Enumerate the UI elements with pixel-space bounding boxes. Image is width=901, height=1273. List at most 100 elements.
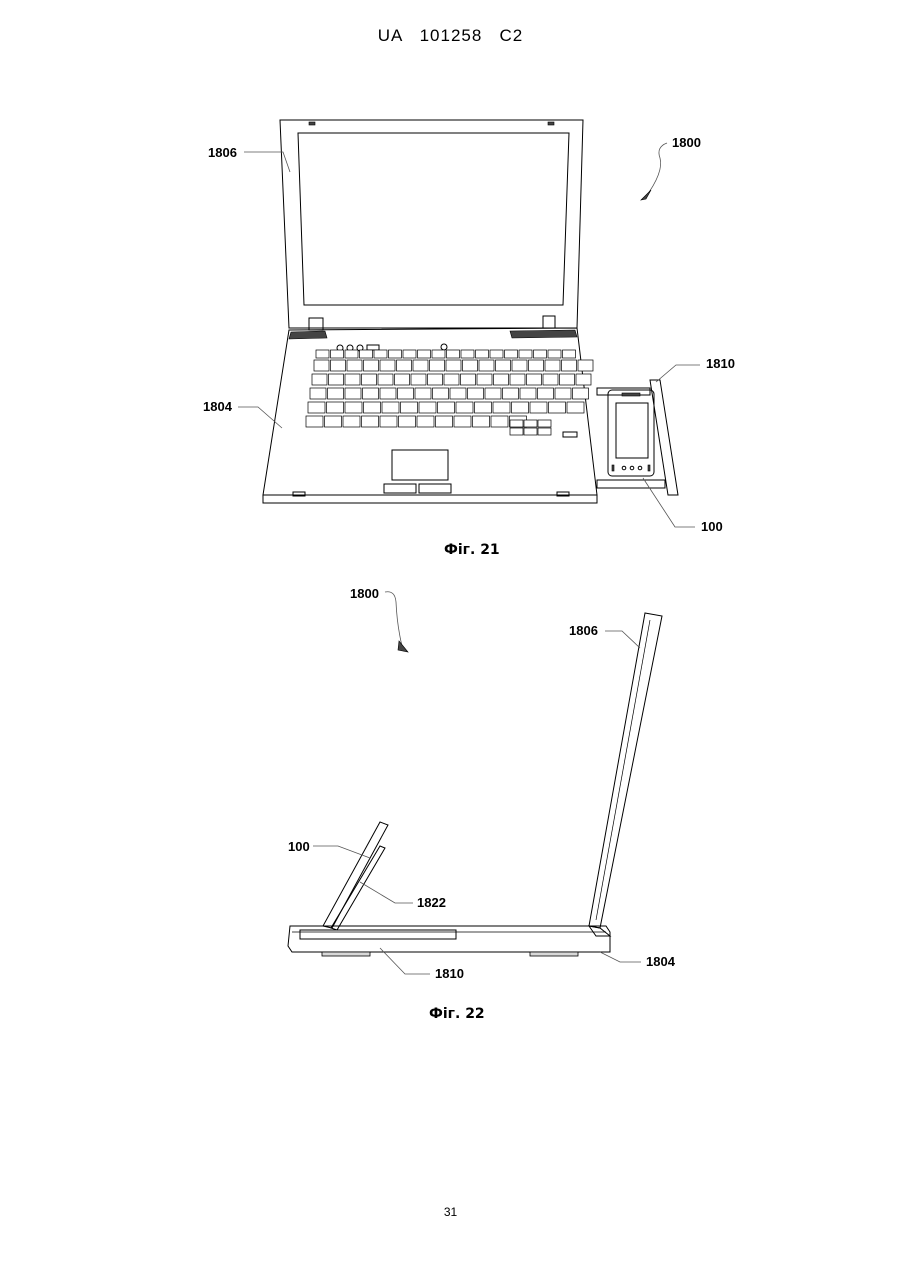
keyboard-key xyxy=(578,360,593,371)
keyboard-key xyxy=(560,374,575,385)
keyboard-key xyxy=(473,416,490,427)
keyboard-key xyxy=(380,388,396,399)
keyboard-key xyxy=(527,374,542,385)
label-1810-fig22: 1810 xyxy=(435,966,464,981)
figure-21-caption: Фіг. 21 xyxy=(444,542,500,558)
keyboard-key xyxy=(512,402,529,413)
laptop-display xyxy=(280,120,583,330)
keyboard-key xyxy=(496,360,511,371)
label-1806: 1806 xyxy=(208,145,237,160)
keyboard-key xyxy=(306,416,323,427)
keyboard-key xyxy=(519,350,532,358)
keyboard-key xyxy=(418,350,431,358)
keyboard-key xyxy=(329,374,344,385)
keyboard-key xyxy=(438,402,455,413)
keyboard-key xyxy=(576,374,591,385)
keyboard-key xyxy=(389,350,402,358)
keyboard-key xyxy=(343,416,360,427)
keyboard-key xyxy=(430,360,445,371)
label-1810: 1810 xyxy=(706,356,735,371)
keyboard-key xyxy=(548,350,561,358)
keyboard-key xyxy=(362,416,379,427)
keyboard-key xyxy=(362,374,377,385)
keyboard-key xyxy=(345,388,361,399)
keyboard-key xyxy=(397,360,412,371)
keyboard-key xyxy=(378,374,393,385)
keyboard-key xyxy=(380,360,395,371)
keyboard-key xyxy=(364,360,379,371)
keyboard-key xyxy=(345,374,360,385)
keyboard-key xyxy=(461,350,474,358)
keyboard-key xyxy=(328,388,344,399)
keyboard-key xyxy=(327,402,344,413)
label-1800-fig22: 1800 xyxy=(350,586,379,601)
keyboard-key xyxy=(468,388,484,399)
keyboard-key xyxy=(461,374,476,385)
keyboard-key xyxy=(562,360,577,371)
keyboard-key xyxy=(398,388,414,399)
label-1822: 1822 xyxy=(417,895,446,910)
keyboard-key xyxy=(433,388,449,399)
page-number: 31 xyxy=(0,1205,901,1219)
keyboard-key xyxy=(573,388,589,399)
keyboard-key xyxy=(503,388,519,399)
keyboard-key xyxy=(447,350,460,358)
laptop-base-side xyxy=(288,926,610,956)
keyboard-key xyxy=(345,350,358,358)
label-1806-fig22: 1806 xyxy=(569,623,598,638)
keyboard-key xyxy=(490,350,503,358)
keyboard-key xyxy=(512,360,527,371)
keyboard-key xyxy=(316,350,329,358)
keyboard-key xyxy=(374,350,387,358)
keyboard-key xyxy=(479,360,494,371)
laptop-display-side xyxy=(589,613,662,936)
keyboard-key xyxy=(432,350,445,358)
keyboard-key xyxy=(555,388,571,399)
keyboard-key xyxy=(494,374,509,385)
keyboard-key xyxy=(312,374,327,385)
keyboard-key xyxy=(567,402,584,413)
keyboard-key xyxy=(491,416,508,427)
keyboard-key xyxy=(401,402,418,413)
arrow-key xyxy=(538,428,551,435)
keyboard-key xyxy=(476,350,489,358)
keyboard-key xyxy=(446,360,461,371)
keyboard-key xyxy=(331,360,346,371)
keyboard-key xyxy=(325,416,342,427)
keyboard-key xyxy=(347,360,362,371)
keyboard-key xyxy=(382,402,399,413)
keyboard-key xyxy=(549,402,566,413)
keyboard-key xyxy=(395,374,410,385)
arrow-key xyxy=(510,420,523,427)
keyboard-key xyxy=(419,402,436,413)
keyboard-key xyxy=(543,374,558,385)
keyboard-key xyxy=(364,402,381,413)
keyboard-key xyxy=(529,360,544,371)
keyboard-key xyxy=(444,374,459,385)
label-1800: 1800 xyxy=(672,135,701,150)
mobile-device xyxy=(608,390,654,476)
keyboard-key xyxy=(563,350,576,358)
keyboard-key xyxy=(475,402,492,413)
keyboard-key xyxy=(454,416,471,427)
keyboard-key xyxy=(360,350,373,358)
mobile-device-side xyxy=(323,822,388,930)
figure-22: 1800 1806 100 1822 1810 1804 Фіг. 22 xyxy=(0,570,901,1050)
keyboard-key xyxy=(428,374,443,385)
keyboard-key xyxy=(345,402,362,413)
label-1804-fig22: 1804 xyxy=(646,954,676,969)
keyboard-key xyxy=(520,388,536,399)
keyboard-key xyxy=(436,416,453,427)
keyboard-key xyxy=(380,416,397,427)
keyboard-key xyxy=(411,374,426,385)
keyboard xyxy=(306,350,593,435)
keyboard-key xyxy=(477,374,492,385)
figure-21: 1806 1800 1810 1804 100 Фіг. 21 xyxy=(0,0,901,570)
keyboard-key xyxy=(314,360,329,371)
arrow-key xyxy=(510,428,523,435)
keyboard-key xyxy=(510,374,525,385)
arrow-key xyxy=(538,420,551,427)
keyboard-key xyxy=(413,360,428,371)
keyboard-key xyxy=(450,388,466,399)
keyboard-key xyxy=(310,388,326,399)
